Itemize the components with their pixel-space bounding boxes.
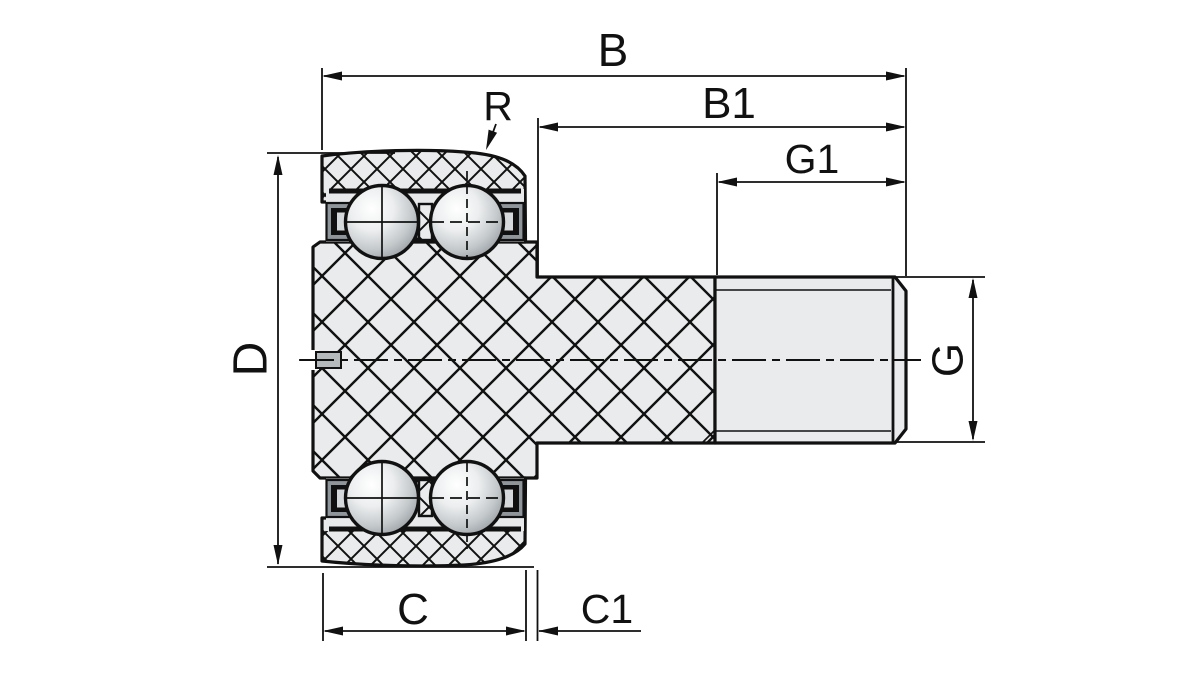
dim-label-C: C <box>397 585 429 634</box>
bearing-row-top <box>325 171 525 261</box>
dimension-G1: G1 <box>716 136 906 275</box>
dimension-B: B <box>321 24 907 276</box>
dimension-G: G <box>896 276 985 443</box>
dim-label-G1: G1 <box>785 136 840 182</box>
dimension-R: R <box>483 83 513 150</box>
dim-label-R: R <box>483 83 513 129</box>
dimension-D: D <box>225 152 534 568</box>
dim-label-B: B <box>598 24 629 76</box>
dimension-B1: B1 <box>537 79 906 276</box>
outer-ring-bottom-section <box>320 476 528 568</box>
ball-crosshairs-top <box>347 171 502 257</box>
bearing-row-bottom <box>325 459 525 549</box>
dimension-C: C <box>322 570 527 641</box>
dim-label-C1: C1 <box>581 586 633 632</box>
seal-bottom-right <box>496 478 525 519</box>
dim-label-D: D <box>225 342 278 377</box>
thread-runout-line <box>702 429 716 443</box>
ball-crosshairs-bottom <box>347 463 502 549</box>
dim-label-G: G <box>924 343 973 377</box>
dim-label-B1: B1 <box>702 79 756 128</box>
dimension-C1: C1 <box>536 570 641 641</box>
